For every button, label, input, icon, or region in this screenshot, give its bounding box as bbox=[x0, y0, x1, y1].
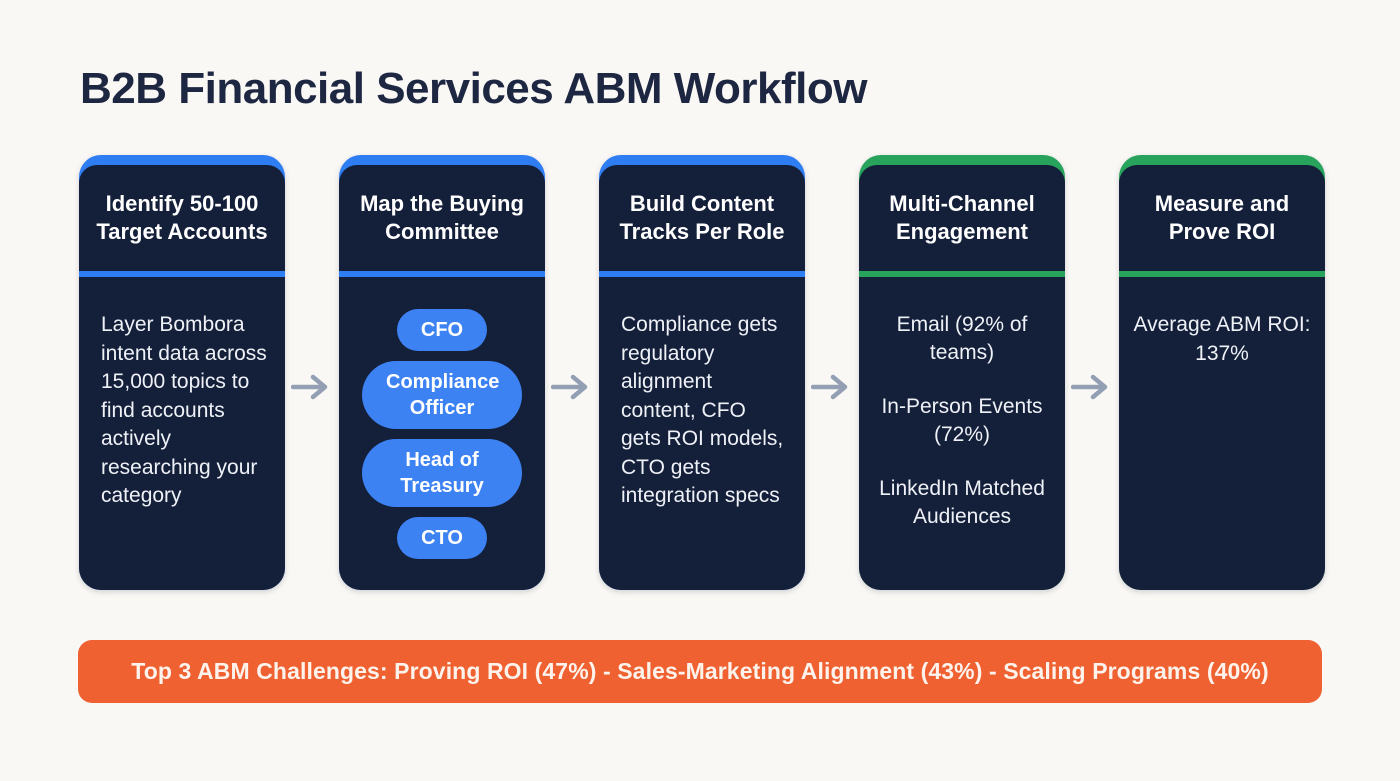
card-title: Identify 50-100 Target Accounts bbox=[96, 191, 268, 244]
role-pill-head-of-treasury: Head of Treasury bbox=[362, 439, 522, 507]
arrow-right-icon bbox=[285, 155, 339, 590]
card-body-text: Layer Bombora intent data across 15,000 … bbox=[101, 313, 267, 508]
card-divider bbox=[859, 271, 1065, 277]
card-header: Map the Buying Committee bbox=[339, 165, 545, 271]
channel-item-linkedin-matched-audiences: LinkedIn Matched Audiences bbox=[879, 476, 1045, 528]
card-divider bbox=[79, 271, 285, 277]
card-map-buying-committee: Map the Buying Committee CFO Compliance … bbox=[339, 155, 545, 590]
role-pill-compliance-officer: Compliance Officer bbox=[362, 361, 522, 429]
page-title: B2B Financial Services ABM Workflow bbox=[80, 64, 867, 113]
card-panel: Measure and Prove ROI Average ABM ROI: 1… bbox=[1119, 165, 1325, 590]
card-title: Build Content Tracks Per Role bbox=[619, 191, 785, 244]
card-panel: Map the Buying Committee CFO Compliance … bbox=[339, 165, 545, 590]
card-header: Build Content Tracks Per Role bbox=[599, 165, 805, 271]
channel-item-email: Email (92% of teams) bbox=[896, 313, 1028, 364]
card-body-text: Average ABM ROI: 137% bbox=[1133, 313, 1311, 365]
card-build-content-tracks: Build Content Tracks Per Role Compliance… bbox=[599, 155, 805, 590]
card-header: Identify 50-100 Target Accounts bbox=[79, 165, 285, 271]
buying-committee-pills: CFO Compliance Officer Head of Treasury … bbox=[339, 277, 545, 559]
card-header: Measure and Prove ROI bbox=[1119, 165, 1325, 271]
card-title: Measure and Prove ROI bbox=[1154, 191, 1290, 244]
challenges-banner: Top 3 ABM Challenges: Proving ROI (47%) … bbox=[78, 640, 1322, 703]
card-title: Map the Buying Committee bbox=[360, 191, 524, 244]
channel-list: Email (92% of teams) In-Person Events (7… bbox=[859, 277, 1065, 531]
channel-item-in-person-events: In-Person Events (72%) bbox=[881, 394, 1043, 446]
role-pill-cfo: CFO bbox=[396, 309, 488, 351]
card-identify-target-accounts: Identify 50-100 Target Accounts Layer Bo… bbox=[79, 155, 285, 590]
card-divider bbox=[339, 271, 545, 277]
card-panel: Multi-Channel Engagement Email (92% of t… bbox=[859, 165, 1065, 590]
card-divider bbox=[1119, 271, 1325, 277]
card-panel: Identify 50-100 Target Accounts Layer Bo… bbox=[79, 165, 285, 590]
card-measure-prove-roi: Measure and Prove ROI Average ABM ROI: 1… bbox=[1119, 155, 1325, 590]
arrow-right-icon bbox=[1065, 155, 1119, 590]
card-body-text: Compliance gets regulatory alignment con… bbox=[621, 313, 784, 508]
card-title: Multi-Channel Engagement bbox=[889, 191, 1035, 244]
card-divider bbox=[599, 271, 805, 277]
workflow-cards-row: Identify 50-100 Target Accounts Layer Bo… bbox=[79, 155, 1325, 590]
arrow-right-icon bbox=[545, 155, 599, 590]
card-panel: Build Content Tracks Per Role Compliance… bbox=[599, 165, 805, 590]
arrow-right-icon bbox=[805, 155, 859, 590]
role-pill-cto: CTO bbox=[397, 517, 487, 559]
card-multi-channel-engagement: Multi-Channel Engagement Email (92% of t… bbox=[859, 155, 1065, 590]
challenges-banner-text: Top 3 ABM Challenges: Proving ROI (47%) … bbox=[131, 658, 1269, 684]
card-header: Multi-Channel Engagement bbox=[859, 165, 1065, 271]
